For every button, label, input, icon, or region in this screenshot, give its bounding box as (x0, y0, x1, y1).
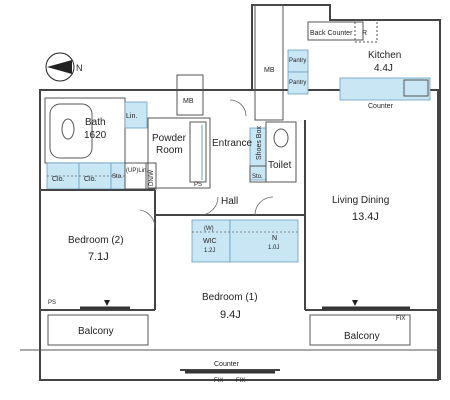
kitchen-label: Kitchen (368, 50, 401, 61)
balcony-right-area (309, 314, 411, 346)
toilet-bowl (273, 128, 289, 148)
north-arrow-icon (45, 52, 75, 82)
pantry-2 (287, 71, 309, 95)
fix2-label: FIX (236, 378, 245, 384)
ps1-label: PS (48, 300, 56, 306)
pantry-2-label: Pantry (289, 80, 306, 86)
n-closet-size: 1.0J (268, 245, 279, 251)
kitchen-counter-label: Counter (368, 103, 394, 110)
mb-shaft-left (176, 74, 204, 116)
wic (191, 219, 231, 263)
balcony-left-label: Balcony (78, 326, 114, 337)
bathtub (49, 103, 93, 159)
compass-label: N (76, 63, 83, 73)
back-counter (307, 21, 364, 41)
bedroom1-label: Bedroom (1) (202, 292, 258, 303)
mb-shaft-right (254, 4, 284, 121)
balcony-left-area (47, 314, 149, 346)
bed1-door (254, 196, 274, 216)
linen-up (124, 162, 147, 190)
refrigerator-space (354, 19, 378, 43)
fix1-label: FIX (214, 378, 223, 384)
balcony-right-label: Balcony (344, 331, 380, 342)
wic-size: 1.2J (204, 248, 215, 254)
n-closet-label: N (272, 235, 277, 242)
fix3-label: FIX (396, 316, 405, 322)
bath-size: 1620 (84, 130, 107, 141)
bedroom2-size: 7.1J (88, 251, 109, 263)
back-counter-label: Back Counter (310, 30, 353, 37)
mb-left-label: MB (183, 98, 194, 105)
ps2-label: PS (194, 182, 202, 188)
powder-room (147, 117, 211, 189)
bedroom2-label: Bedroom (2) (68, 235, 124, 246)
clo1-label: Clo. (52, 176, 65, 183)
toilet-label: Toilet (268, 160, 292, 171)
entrance-label: Entrance (212, 138, 252, 149)
toilet-room (265, 121, 297, 183)
wic-tag: (W) (204, 226, 214, 232)
vanity (189, 121, 207, 183)
linen-closet (124, 101, 148, 129)
cooktop (403, 79, 429, 97)
bathtub-drain (61, 118, 75, 140)
wic-label: WIC (203, 238, 217, 245)
ac-mark-living (352, 300, 358, 306)
living-size: 13.4J (352, 211, 379, 223)
uplin-label: (UP)Lin. (126, 168, 148, 174)
bed2-door (139, 209, 156, 229)
kitchen-size: 4.4J (374, 63, 393, 74)
mb-right-label: MB (264, 67, 275, 74)
living-label: Living Dining (332, 195, 389, 206)
hall-label: Hall (221, 196, 238, 207)
shoes-box-label: Shoes Box (256, 126, 263, 160)
n-closet (229, 219, 299, 263)
powder-label-2: Room (156, 145, 183, 156)
sto-bed-label: Sto. (112, 174, 123, 180)
bottom-counter-label: Counter (214, 361, 240, 368)
outer-wall (39, 89, 439, 381)
hall-door (199, 196, 219, 216)
pantry-1-label: Pantry (289, 58, 306, 64)
clo2-label: Clo. (84, 176, 97, 183)
ac-mark-bed2 (104, 300, 110, 306)
dnw-label: DN/W (149, 170, 155, 186)
lin-label: Lin. (126, 113, 137, 120)
kitchen-wing-wall (251, 4, 441, 380)
ref-label: R (362, 30, 367, 37)
bath-label: Bath (85, 117, 106, 128)
kitchen-counter (339, 77, 431, 101)
bedroom1-size: 9.4J (220, 309, 241, 321)
entry-door (229, 99, 247, 117)
sto-small-label: Sto. (252, 174, 263, 180)
powder-label-1: Powder (152, 133, 187, 144)
